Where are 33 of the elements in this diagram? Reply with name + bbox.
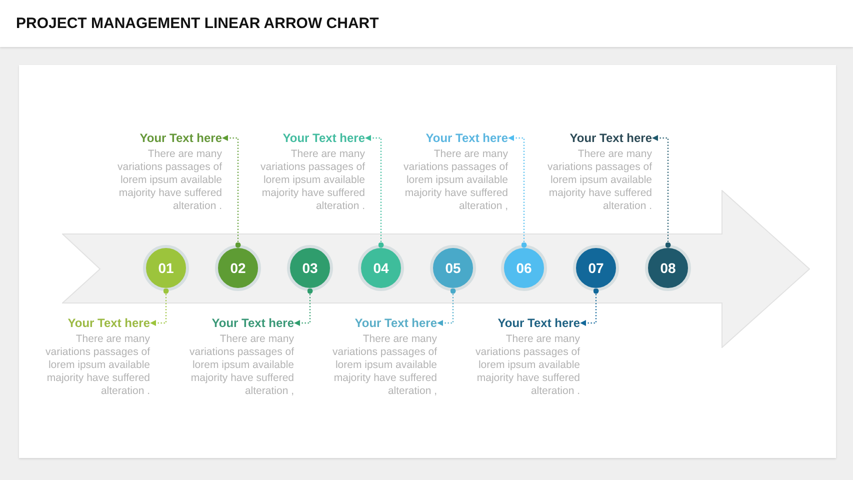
connector-arrow [150, 288, 169, 326]
step-heading: Your Text here [354, 315, 437, 331]
connector-arrow [508, 135, 527, 248]
step-number: 01 [158, 260, 174, 276]
step-description: There are many variations passages of lorem ipsum available majority have suffered alteration . [44, 333, 150, 398]
step-heading: Your Text here [570, 130, 652, 146]
step-heading: Your Text here [212, 315, 294, 331]
step-description: There are many variations passages of lorem ipsum available majority have suffered alteration , [188, 333, 294, 398]
step-number: 04 [373, 260, 389, 276]
connector-arrow [436, 288, 456, 326]
step-number: 07 [588, 260, 604, 276]
step-description: There are many variations passages of lorem ipsum available majority have suffered alteration . [474, 333, 580, 398]
step-number: 08 [660, 260, 676, 276]
connector-arrow [222, 135, 241, 248]
step-heading: Your Text here [140, 130, 222, 146]
step-heading: Your Text here [498, 315, 580, 331]
page-title: PROJECT MANAGEMENT LINEAR ARROW CHART [16, 14, 379, 34]
step-number: 05 [445, 260, 461, 276]
step-description: There are many variations passages of lorem ipsum available majority have suffered alteration . [260, 148, 365, 213]
connector-arrow [652, 135, 671, 248]
step-description: There are many variations passages of lorem ipsum available majority have suffered alteration . [546, 148, 652, 213]
connector-arrow [580, 288, 599, 326]
step-number: 02 [230, 260, 246, 276]
step-description: There are many variations passages of lorem ipsum available majority have suffered alteration . [116, 148, 222, 213]
step-heading: Your Text here [282, 130, 365, 146]
step-number: 06 [516, 260, 532, 276]
step-description: There are many variations passages of lorem ipsum available majority have suffered alteration , [332, 333, 437, 398]
step-heading: Your Text here [426, 130, 508, 146]
connector-arrow [294, 288, 313, 326]
step-description: There are many variations passages of lorem ipsum available majority have suffered alteration , [402, 148, 508, 213]
step-heading: Your Text here [68, 315, 150, 331]
step-number: 03 [302, 260, 318, 276]
connector-arrow [364, 135, 384, 248]
